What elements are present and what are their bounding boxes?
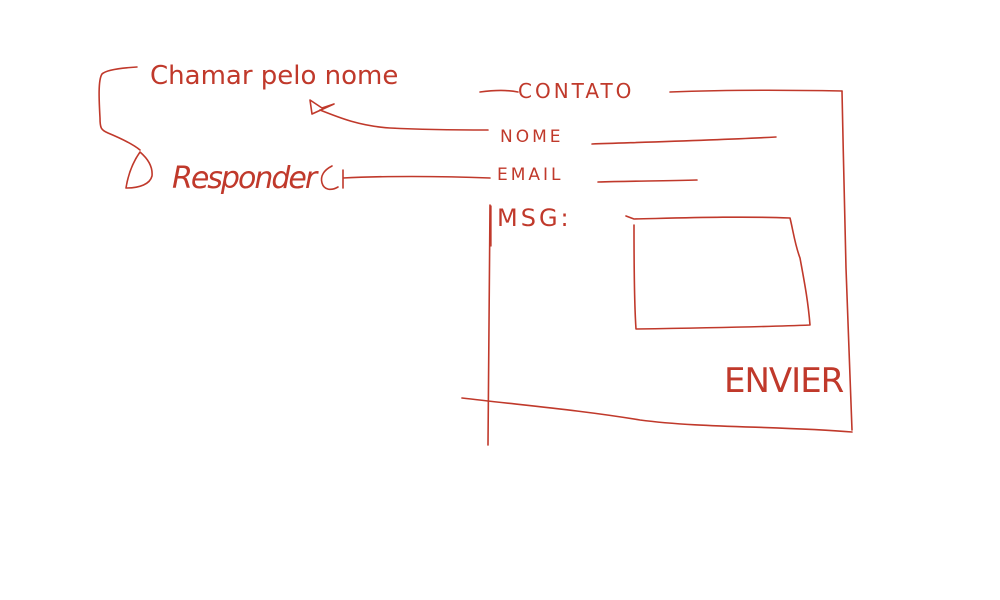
email-label: EMAIL: [497, 165, 564, 185]
reply-arrow-head-icon: [320, 165, 339, 191]
annotation-bracket: [98, 66, 141, 151]
form-title: CONTATO: [518, 79, 634, 103]
form-frame-top-left: [479, 89, 519, 93]
form-frame-bottom: [461, 397, 853, 433]
form-frame-top-right: [669, 89, 843, 93]
name-arrow-head-icon: [309, 99, 335, 115]
name-arrow-line: [319, 109, 489, 131]
reply-arrow-line: [342, 169, 491, 189]
name-field[interactable]: [591, 136, 777, 145]
call-by-name-annotation: Chamar pelo nome: [150, 61, 398, 91]
message-field[interactable]: [625, 215, 811, 330]
name-label: NOME: [500, 127, 564, 147]
reply-arrow-end-icon: [125, 151, 153, 189]
submit-button[interactable]: ENVIER: [724, 361, 845, 401]
reply-annotation: Responder: [172, 161, 319, 196]
message-label: MSG:: [497, 204, 572, 232]
email-field[interactable]: [597, 179, 698, 183]
form-frame-left: [487, 204, 491, 446]
form-frame-right: [841, 90, 853, 431]
